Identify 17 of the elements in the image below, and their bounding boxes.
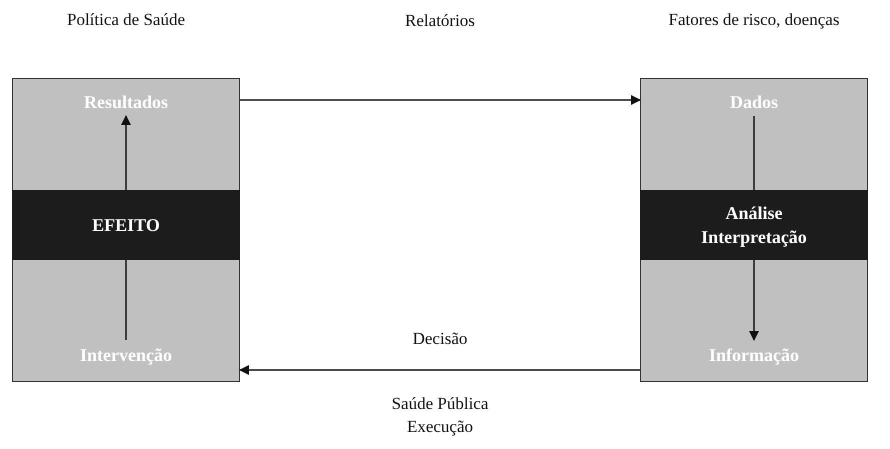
diagram-panel [640,10,868,382]
stage-band: Análise Interpretação [640,190,868,260]
flow-label: Relatórios [404,10,476,32]
arrow [749,260,759,341]
stage-label: Resultados [20,88,232,116]
stage-label: Informação [648,340,860,370]
stage-label: Intervenção [20,340,232,370]
arrow [121,115,131,190]
panel-heading: Política de Saúde [66,10,186,30]
panel-heading: Fatores de risco, doenças [668,10,840,30]
arrow [240,95,641,105]
stage-band: EFEITO [12,190,240,260]
note-text: Saúde Pública Execução [390,393,490,438]
diagram-panel [12,10,240,382]
stage-label: Dados [648,88,860,116]
arrow [239,365,640,375]
edge-label: Decisão [412,328,468,350]
